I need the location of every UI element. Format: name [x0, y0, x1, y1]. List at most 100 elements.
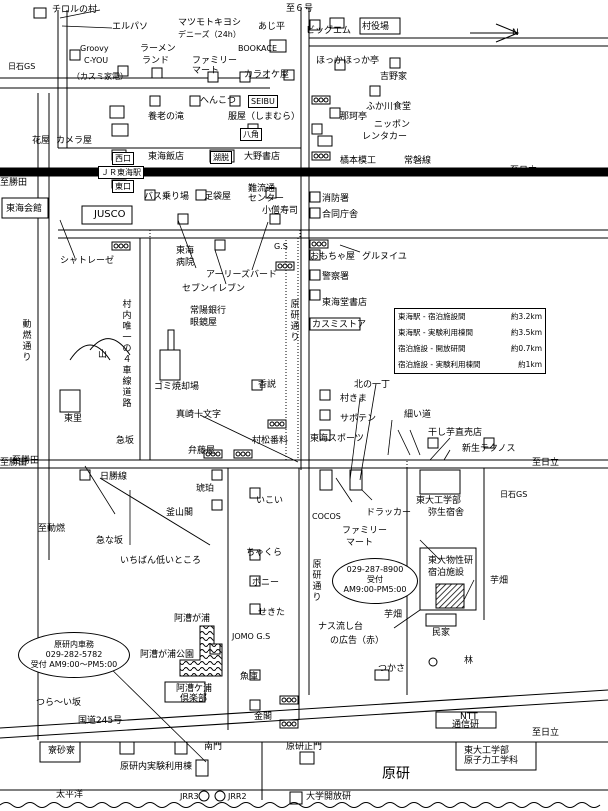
place-label: 日石GS: [8, 62, 36, 71]
place-label: あじ平: [258, 22, 286, 32]
road-label: 至勝田: [0, 178, 28, 188]
place-label: ゴミ焼却場: [154, 382, 200, 392]
road-label: 急坂: [116, 436, 135, 446]
place-label: 警察署: [322, 272, 350, 282]
dotted-road-1: [149, 229, 301, 239]
jrr3-marker: [198, 790, 210, 802]
place-label: ビッグエム: [306, 26, 352, 36]
place-label: 消防署: [322, 194, 350, 204]
place-label: ほっかほっか亭: [316, 56, 380, 66]
place-label: 芋畑: [384, 610, 403, 620]
lodging-facility-hatched: [435, 583, 465, 609]
place-label: つかさ: [378, 664, 406, 674]
genken-office-title: 原研内車務: [54, 640, 94, 649]
place-label: センター: [248, 194, 285, 204]
place-label: カスミストア: [312, 320, 367, 330]
place-label: ランド: [142, 56, 170, 66]
place-label: 八角: [240, 128, 262, 141]
place-label: ふか川食堂: [366, 102, 412, 112]
place-label: 弁藤屋: [188, 446, 216, 456]
place-label: JRR3: [180, 792, 199, 801]
place-label: ドラッカー: [366, 508, 412, 518]
traffic-light-icon: [275, 261, 295, 271]
place-label: 寮砂寮: [48, 746, 76, 756]
place-label: レンタカー: [362, 132, 408, 142]
traffic-light-icon: [311, 151, 331, 161]
place-label: Groovy: [80, 44, 109, 53]
legend-route: 宿泊施設 - 開放研間: [398, 344, 466, 353]
road-label: つら～い坂: [36, 698, 82, 708]
place-label: 林: [464, 656, 474, 666]
place-label: 魚庫: [240, 672, 259, 682]
place-label: 橘本模工: [340, 156, 377, 166]
north-label: N: [512, 28, 519, 38]
place-label: JRR2: [228, 792, 247, 801]
traffic-light-icon: [203, 449, 223, 459]
legend-row: 東海駅 - 宿泊施設間約3.2km: [395, 309, 545, 325]
place-label: ファミリー: [192, 56, 238, 66]
genken-office-callout: 原研内車務 029-282-5782 受付 AM9:00～PM5:00: [18, 632, 130, 678]
legend-distance: 約3.2km: [510, 312, 542, 321]
place-label: C-YOU: [84, 56, 109, 65]
traffic-light-icon: [267, 419, 287, 429]
ocean-waves: [0, 802, 601, 808]
legend-route: 宿泊施設 - 実験利用棟間: [398, 360, 481, 369]
lodging-reception: 受付: [367, 575, 383, 584]
dotted-road-3: [308, 459, 408, 469]
place-label: せきた: [258, 608, 286, 618]
place-label: 那珂亭: [340, 112, 368, 122]
place-label: 阿漕ケ浦: [176, 684, 213, 694]
legend-route: 東海駅 - 実験利用棟間: [398, 328, 473, 337]
place-label: G.S: [274, 242, 288, 251]
place-label: 北の一丁: [354, 380, 391, 390]
place-label: シャトレーゼ: [60, 256, 115, 266]
traffic-light-icon: [311, 95, 331, 105]
place-label: 日石GS: [500, 490, 528, 499]
hill-icon: [69, 338, 131, 361]
road-label: 動燃通り: [22, 320, 32, 363]
place-label: 難流通: [248, 184, 276, 194]
place-label: カラオケ屋: [244, 70, 290, 80]
place-label: セブンイレブン: [182, 284, 246, 294]
place-label: ポニー: [252, 578, 280, 588]
place-label: おもちゃ屋: [310, 252, 356, 262]
traffic-light-icon: [309, 239, 329, 249]
place-label: 東海飯店: [148, 152, 185, 162]
jrr2-marker: [214, 790, 226, 802]
place-label: 原研正門: [286, 742, 323, 752]
place-label: 干し芋直売店: [428, 428, 483, 438]
road-label: 至６号: [286, 4, 314, 14]
place-label: 大野書店: [244, 152, 281, 162]
place-label: アーリーズバード: [206, 270, 278, 280]
legend-distance: 約1km: [518, 360, 542, 369]
place-label: 東海スポーツ: [310, 434, 364, 444]
place-label: デニーズ（24h）: [178, 30, 241, 39]
road-label: 国道245号: [78, 716, 123, 726]
road-label: 日勝線: [100, 472, 128, 482]
place-label: へんこつ: [200, 96, 237, 106]
place-label: ニッポン: [374, 120, 411, 130]
place-label: 湖脱: [210, 151, 232, 164]
legend-row: 宿泊施設 - 実験利用棟間 約1km: [395, 357, 545, 373]
legend-distance: 約3.5km: [510, 328, 542, 337]
traffic-light-icon: [279, 695, 299, 705]
ad-marker: [428, 657, 438, 667]
place-label: マツモトキヨシ: [178, 18, 242, 28]
place-label: マート: [192, 66, 220, 76]
road-label: 常磐線: [404, 156, 432, 166]
place-label: 吉野家: [380, 72, 408, 82]
place-label: 東大工学部: [416, 496, 462, 506]
road-label: 至日立: [532, 458, 560, 468]
place-label: 原研: [382, 766, 410, 782]
place-label: の広告（赤）: [330, 636, 385, 646]
place-label: 山: [98, 350, 108, 360]
distance-legend: 東海駅 - 宿泊施設間約3.2km 東海駅 - 実験利用棟間 約3.5km 宿泊施設 …: [394, 308, 546, 374]
legend-distance: 約0.7km: [510, 344, 542, 353]
place-label: 阿漕が浦: [174, 614, 211, 624]
place-label: 金閣: [254, 712, 273, 722]
place-label: 宿泊施設: [428, 568, 465, 578]
place-label: 村きま: [340, 394, 368, 404]
place-label: 大学開放研: [306, 792, 352, 802]
place-label: 南門: [204, 742, 223, 752]
place-label: 服屋（しまむら）: [228, 112, 301, 122]
